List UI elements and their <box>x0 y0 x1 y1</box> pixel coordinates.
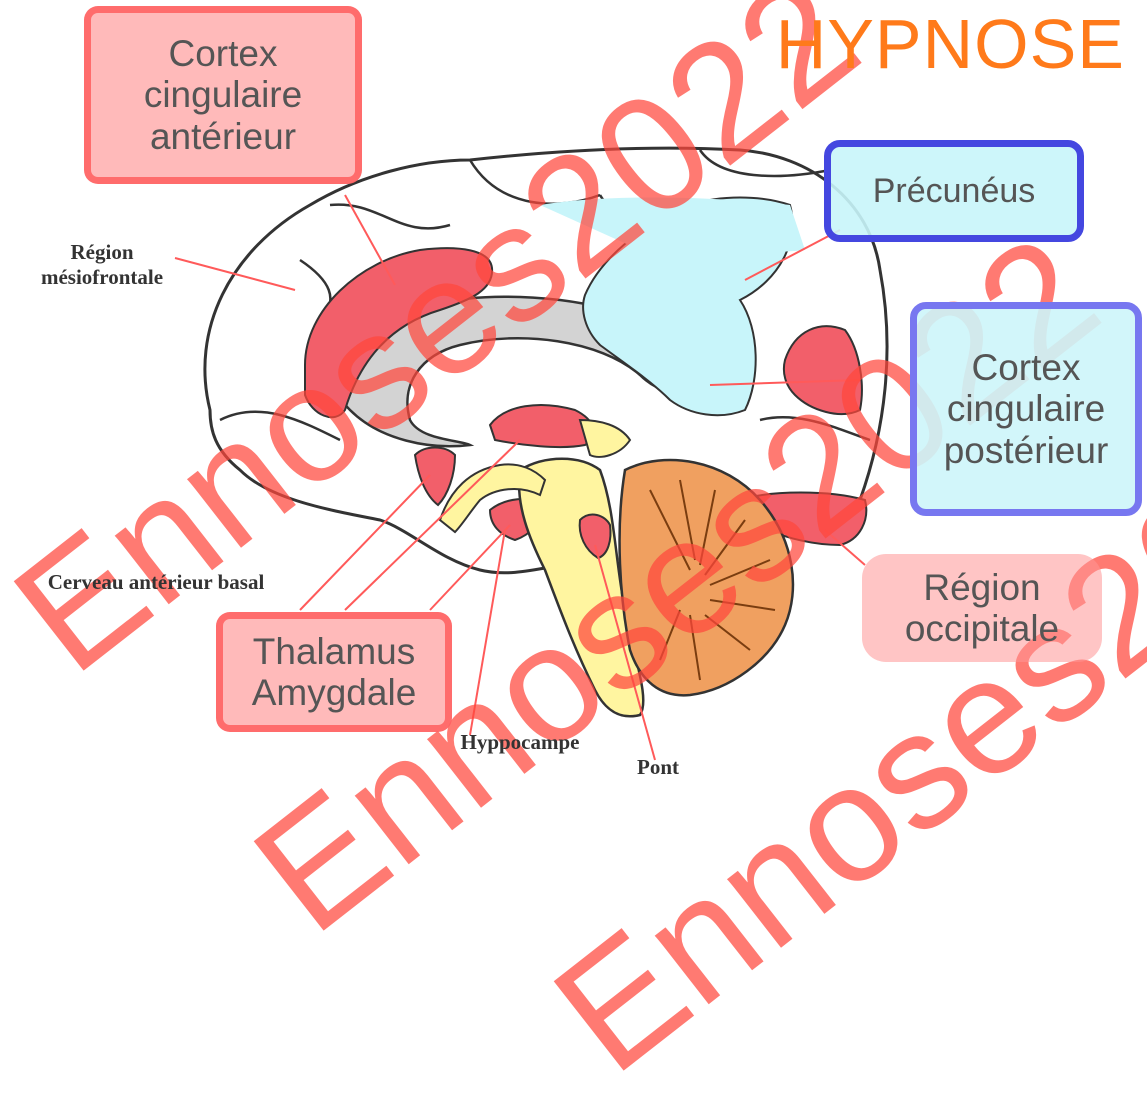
callout-thalamus-amygdala: Thalamus Amygdale <box>216 612 452 732</box>
callout-cingulate-anterior: Cortex cingulaire antérieur <box>84 6 362 184</box>
callout-label: Région occipitale <box>882 567 1082 650</box>
label-hippocampus: Hyppocampe <box>420 730 620 755</box>
callout-cingulate-posterior: Cortex cingulaire postérieur <box>910 302 1142 516</box>
page-title: HYPNOSE <box>776 4 1125 84</box>
thalamus-region <box>490 405 594 447</box>
callout-label: Thalamus Amygdale <box>234 631 434 714</box>
label-mesiofrontal: Région mésiofrontale <box>22 240 182 290</box>
hypnosis-brain-diagram: Ennoses2022 Ennoses2022 Ennoses2022 HYPN… <box>0 0 1147 797</box>
callout-label: Cortex cingulaire postérieur <box>926 347 1126 471</box>
callout-label: Cortex cingulaire antérieur <box>113 33 333 157</box>
callout-label: Précunéus <box>873 172 1036 210</box>
label-basal-forebrain: Cerveau antérieur basal <box>36 570 276 595</box>
callout-occipital: Région occipitale <box>862 554 1102 662</box>
callout-precuneus: Précunéus <box>824 140 1084 242</box>
label-pons: Pont <box>618 755 698 780</box>
